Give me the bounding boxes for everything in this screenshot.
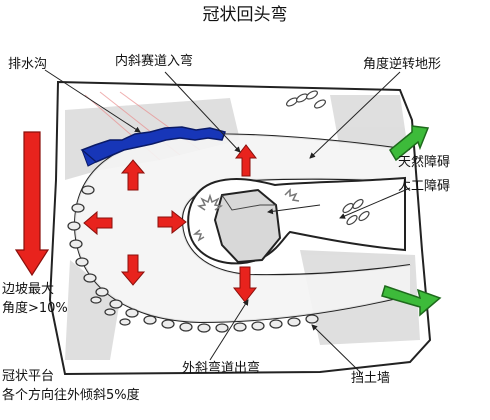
label-inner-entry: 内斜赛道入弯 — [115, 54, 194, 69]
label-outer-exit: 外斜弯道出弯 — [182, 361, 261, 376]
label-drain: 排水沟 — [8, 57, 48, 72]
drain-channel-tip — [81, 149, 97, 167]
starburst-icon — [192, 188, 300, 242]
label-retaining-wall: 挡土墙 — [351, 371, 391, 386]
track-surface — [75, 134, 410, 322]
diagram-title: 冠状回头弯 — [202, 5, 288, 25]
label-edge-slope-line1: 边坡最大 — [2, 282, 55, 297]
red-arrow-icon — [14, 131, 50, 277]
label-crown-line2: 各个方向往外倾斜5%度 — [2, 388, 140, 403]
green-arrow-icon — [381, 125, 442, 317]
leader-lines — [44, 69, 411, 375]
label-crown-line1: 冠状平台 — [2, 369, 55, 384]
label-artificial-obstacle: 人工障碍 — [398, 179, 451, 194]
grass-icon — [285, 90, 370, 226]
label-edge-slope-line2: 角度>10% — [2, 301, 68, 316]
drain-channel — [80, 126, 226, 163]
label-reverse-terrain: 角度逆转地形 — [363, 57, 442, 72]
retaining-wall-stones — [67, 185, 319, 333]
red-arrow-icon — [83, 144, 258, 303]
label-natural-obstacle: 天然障碍 — [398, 155, 451, 170]
